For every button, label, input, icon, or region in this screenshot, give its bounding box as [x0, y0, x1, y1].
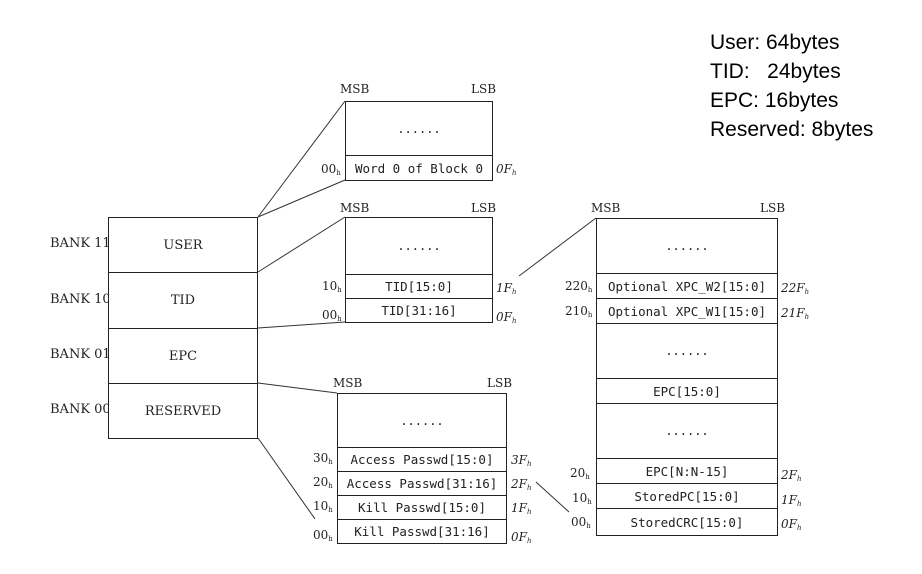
stored-crc-addr-right: 0Fh	[781, 517, 802, 532]
tid-msb-label: MSB	[340, 201, 370, 215]
reserved-row2-addr-left: 20h	[313, 475, 333, 490]
tid-row-15-0: TID[15:0]	[345, 274, 493, 299]
tid-to-epc-connector	[518, 217, 597, 277]
reserved-ellipsis-cell: ......	[337, 393, 507, 448]
xpc-w1-addr-left: 210h	[565, 304, 593, 319]
tid-row1-addr-right: 1Fh	[496, 281, 517, 296]
legend-reserved: Reserved: 8bytes	[710, 118, 874, 141]
user-addr-right: 0Fh	[496, 162, 517, 177]
kill-passwd-31-16-cell: Kill Passwd[31:16]	[337, 519, 507, 544]
legend-user: User: 64bytes	[710, 31, 840, 54]
bank-label-11: BANK 11	[50, 236, 111, 251]
tid-row-31-16: TID[31:16]	[345, 298, 493, 323]
reserved-row1-addr-right: 3Fh	[511, 453, 532, 468]
legend-epc: EPC: 16bytes	[710, 89, 839, 112]
epc-n-cell: EPC[N:N-15]	[596, 458, 778, 484]
xpc-w2-cell: Optional XPC_W2[15:0]	[596, 273, 778, 299]
stored-crc-addr-left: 00h	[571, 515, 591, 530]
xpc-w2-addr-left: 220h	[565, 279, 593, 294]
bank-epc: EPC	[108, 328, 258, 384]
bank-label-01: BANK 01	[50, 347, 111, 362]
stored-pc-cell: StoredPC[15:0]	[596, 483, 778, 509]
bank-label-10: BANK 10	[50, 292, 111, 307]
reserved-msb-label: MSB	[333, 376, 363, 390]
epc-ellipsis-mid: ......	[596, 323, 778, 379]
epc-n-addr-right: 2Fh	[781, 468, 802, 483]
tid-row1-addr-left: 10h	[322, 279, 342, 294]
tid-ellipsis-cell: ......	[345, 217, 493, 275]
user-ellipsis-cell: ......	[345, 101, 493, 156]
reserved-connector-top	[257, 382, 338, 394]
reserved-connector-bottom	[257, 437, 316, 520]
user-lsb-label: LSB	[471, 82, 497, 96]
reserved-row4-addr-left: 00h	[313, 528, 333, 543]
tid-lsb-label: LSB	[471, 201, 497, 215]
stored-pc-addr-right: 1Fh	[781, 493, 802, 508]
user-word0-cell: Word 0 of Block 0	[345, 155, 493, 181]
user-msb-label: MSB	[340, 82, 370, 96]
user-connector-bottom	[257, 179, 346, 218]
legend: User: 64bytes TID: 24bytes EPC: 16bytes …	[710, 28, 873, 144]
epc-n-addr-left: 20h	[570, 466, 590, 481]
reserved-row2-addr-right: 2Fh	[511, 477, 532, 492]
epc-15-0-cell: EPC[15:0]	[596, 378, 778, 404]
reserved-row4-addr-right: 0Fh	[511, 530, 532, 545]
tid-row2-addr-right: 0Fh	[496, 310, 517, 325]
user-connector-top	[257, 100, 346, 218]
bank-label-00: BANK 00	[50, 402, 111, 417]
reserved-to-epc-connector	[535, 481, 570, 513]
stored-crc-cell: StoredCRC[15:0]	[596, 508, 778, 536]
xpc-w2-addr-right: 22Fh	[781, 281, 810, 296]
legend-tid: TID: 24bytes	[710, 60, 841, 83]
epc-msb-label: MSB	[591, 201, 621, 215]
stored-pc-addr-left: 10h	[572, 491, 592, 506]
bank-tid: TID	[108, 272, 258, 329]
epc-ellipsis-top: ......	[596, 218, 778, 274]
xpc-w1-addr-right: 21Fh	[781, 306, 810, 321]
bank-user: USER	[108, 217, 258, 273]
access-passwd-15-0-cell: Access Passwd[15:0]	[337, 447, 507, 472]
epc-lsb-label: LSB	[760, 201, 786, 215]
xpc-w1-cell: Optional XPC_W1[15:0]	[596, 298, 778, 324]
user-addr-left: 00h	[321, 162, 341, 177]
reserved-lsb-label: LSB	[487, 376, 513, 390]
tid-row2-addr-left: 00h	[322, 308, 342, 323]
kill-passwd-15-0-cell: Kill Passwd[15:0]	[337, 495, 507, 520]
epc-ellipsis-low: ......	[596, 403, 778, 459]
tid-connector-top	[257, 216, 346, 273]
tid-connector-bottom	[257, 321, 346, 329]
reserved-row1-addr-left: 30h	[313, 451, 333, 466]
reserved-row3-addr-left: 10h	[313, 499, 333, 514]
reserved-row3-addr-right: 1Fh	[511, 501, 532, 516]
bank-reserved: RESERVED	[108, 383, 258, 439]
access-passwd-31-16-cell: Access Passwd[31:16]	[337, 471, 507, 496]
